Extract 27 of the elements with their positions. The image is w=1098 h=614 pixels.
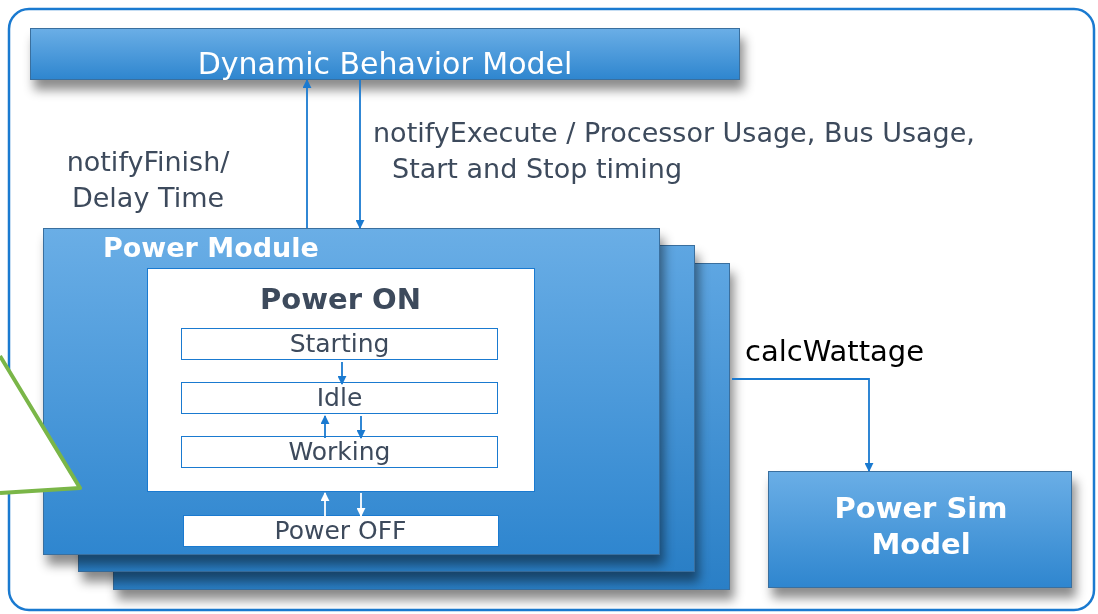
box-label: Starting xyxy=(289,329,390,358)
arrow xyxy=(356,492,366,517)
arrow xyxy=(320,415,330,439)
box-label: Dynamic Behavior Model xyxy=(197,45,573,83)
box-label: Power Sim Model xyxy=(833,490,1009,563)
state-group-box xyxy=(146,267,535,492)
arrow xyxy=(355,79,365,229)
arrow xyxy=(731,378,874,472)
model-box xyxy=(768,471,1072,588)
arrow xyxy=(320,492,330,517)
edge-label: notifyFinish/ Delay Time xyxy=(65,145,231,215)
arrow xyxy=(356,415,366,439)
state-box xyxy=(182,514,499,547)
box-label: Idle xyxy=(316,383,363,412)
edge-label: calcWattage xyxy=(745,333,926,369)
edge-label: notifyExecute / Processor Usage, Bus Usage, Start and Stop timing xyxy=(373,116,976,186)
heading: Power Module xyxy=(103,231,319,265)
arrow xyxy=(337,361,347,385)
card-stack xyxy=(43,228,732,592)
model-box xyxy=(30,28,740,80)
state-box xyxy=(181,382,498,414)
state-box xyxy=(181,436,498,468)
box-label: Power OFF xyxy=(274,515,407,545)
box-label: Working xyxy=(288,437,391,466)
state-box xyxy=(181,328,498,360)
arrow xyxy=(302,79,312,229)
heading: Power ON xyxy=(260,280,421,318)
